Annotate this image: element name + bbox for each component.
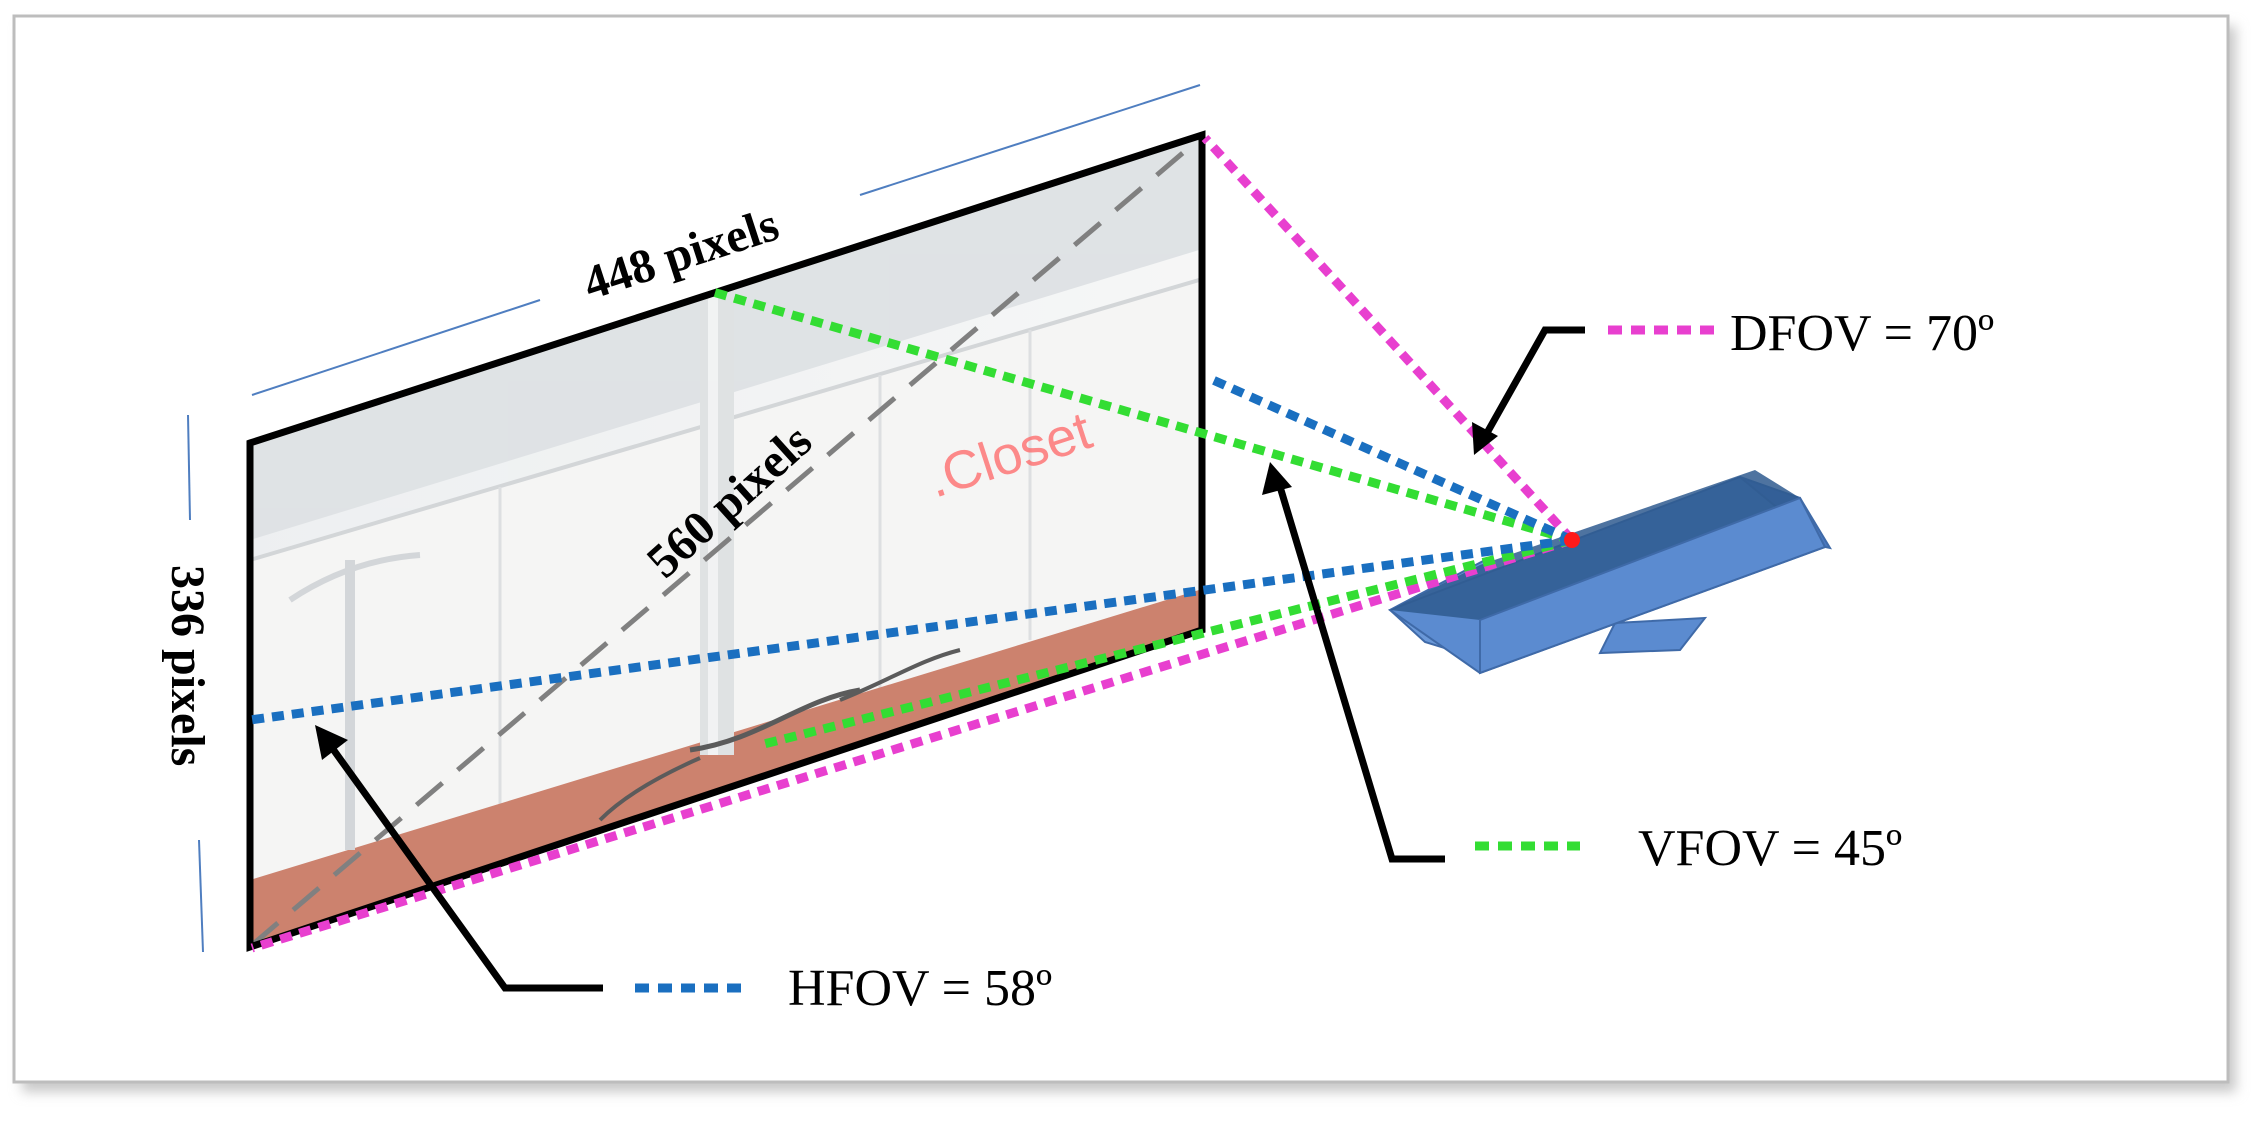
vfov-arrow <box>1274 478 1445 863</box>
sensor-top-face <box>1390 470 1800 620</box>
dimension-guides <box>187 84 1201 953</box>
vfov-line-top <box>711 287 1574 545</box>
width-guide-right <box>859 84 1201 196</box>
height-guide-bottom <box>198 839 204 953</box>
depth-sensor <box>1387 470 1833 675</box>
vfov-label: VFOV = 45º <box>1638 820 1902 877</box>
hfov-line-top <box>1211 375 1574 545</box>
vfov-arrowhead <box>1262 462 1292 495</box>
height-label: 336 pixels <box>161 565 214 766</box>
sensor-origin-point <box>1564 532 1580 548</box>
fov-lines <box>249 134 1576 953</box>
diagonal-line <box>250 138 1200 947</box>
hfov-label: HFOV = 58º <box>788 960 1052 1017</box>
dfov-line-top <box>1201 134 1576 544</box>
width-guide-left <box>251 299 541 396</box>
dfov-line-bottom <box>250 535 1574 953</box>
sensor-bottom-face <box>1479 496 1827 675</box>
height-guide-top <box>187 414 191 521</box>
hfov-arrow <box>322 735 603 992</box>
hfov-line-bottom <box>249 535 1573 725</box>
dfov-label: DFOV = 70º <box>1730 305 1994 362</box>
arrowheads <box>315 422 1498 760</box>
sensor-stand <box>1598 616 1708 655</box>
dfov-arrowhead <box>1472 422 1498 455</box>
legend-arrows <box>322 326 1585 992</box>
hfov-arrowhead <box>315 725 348 760</box>
dfov-arrow <box>1479 326 1585 442</box>
